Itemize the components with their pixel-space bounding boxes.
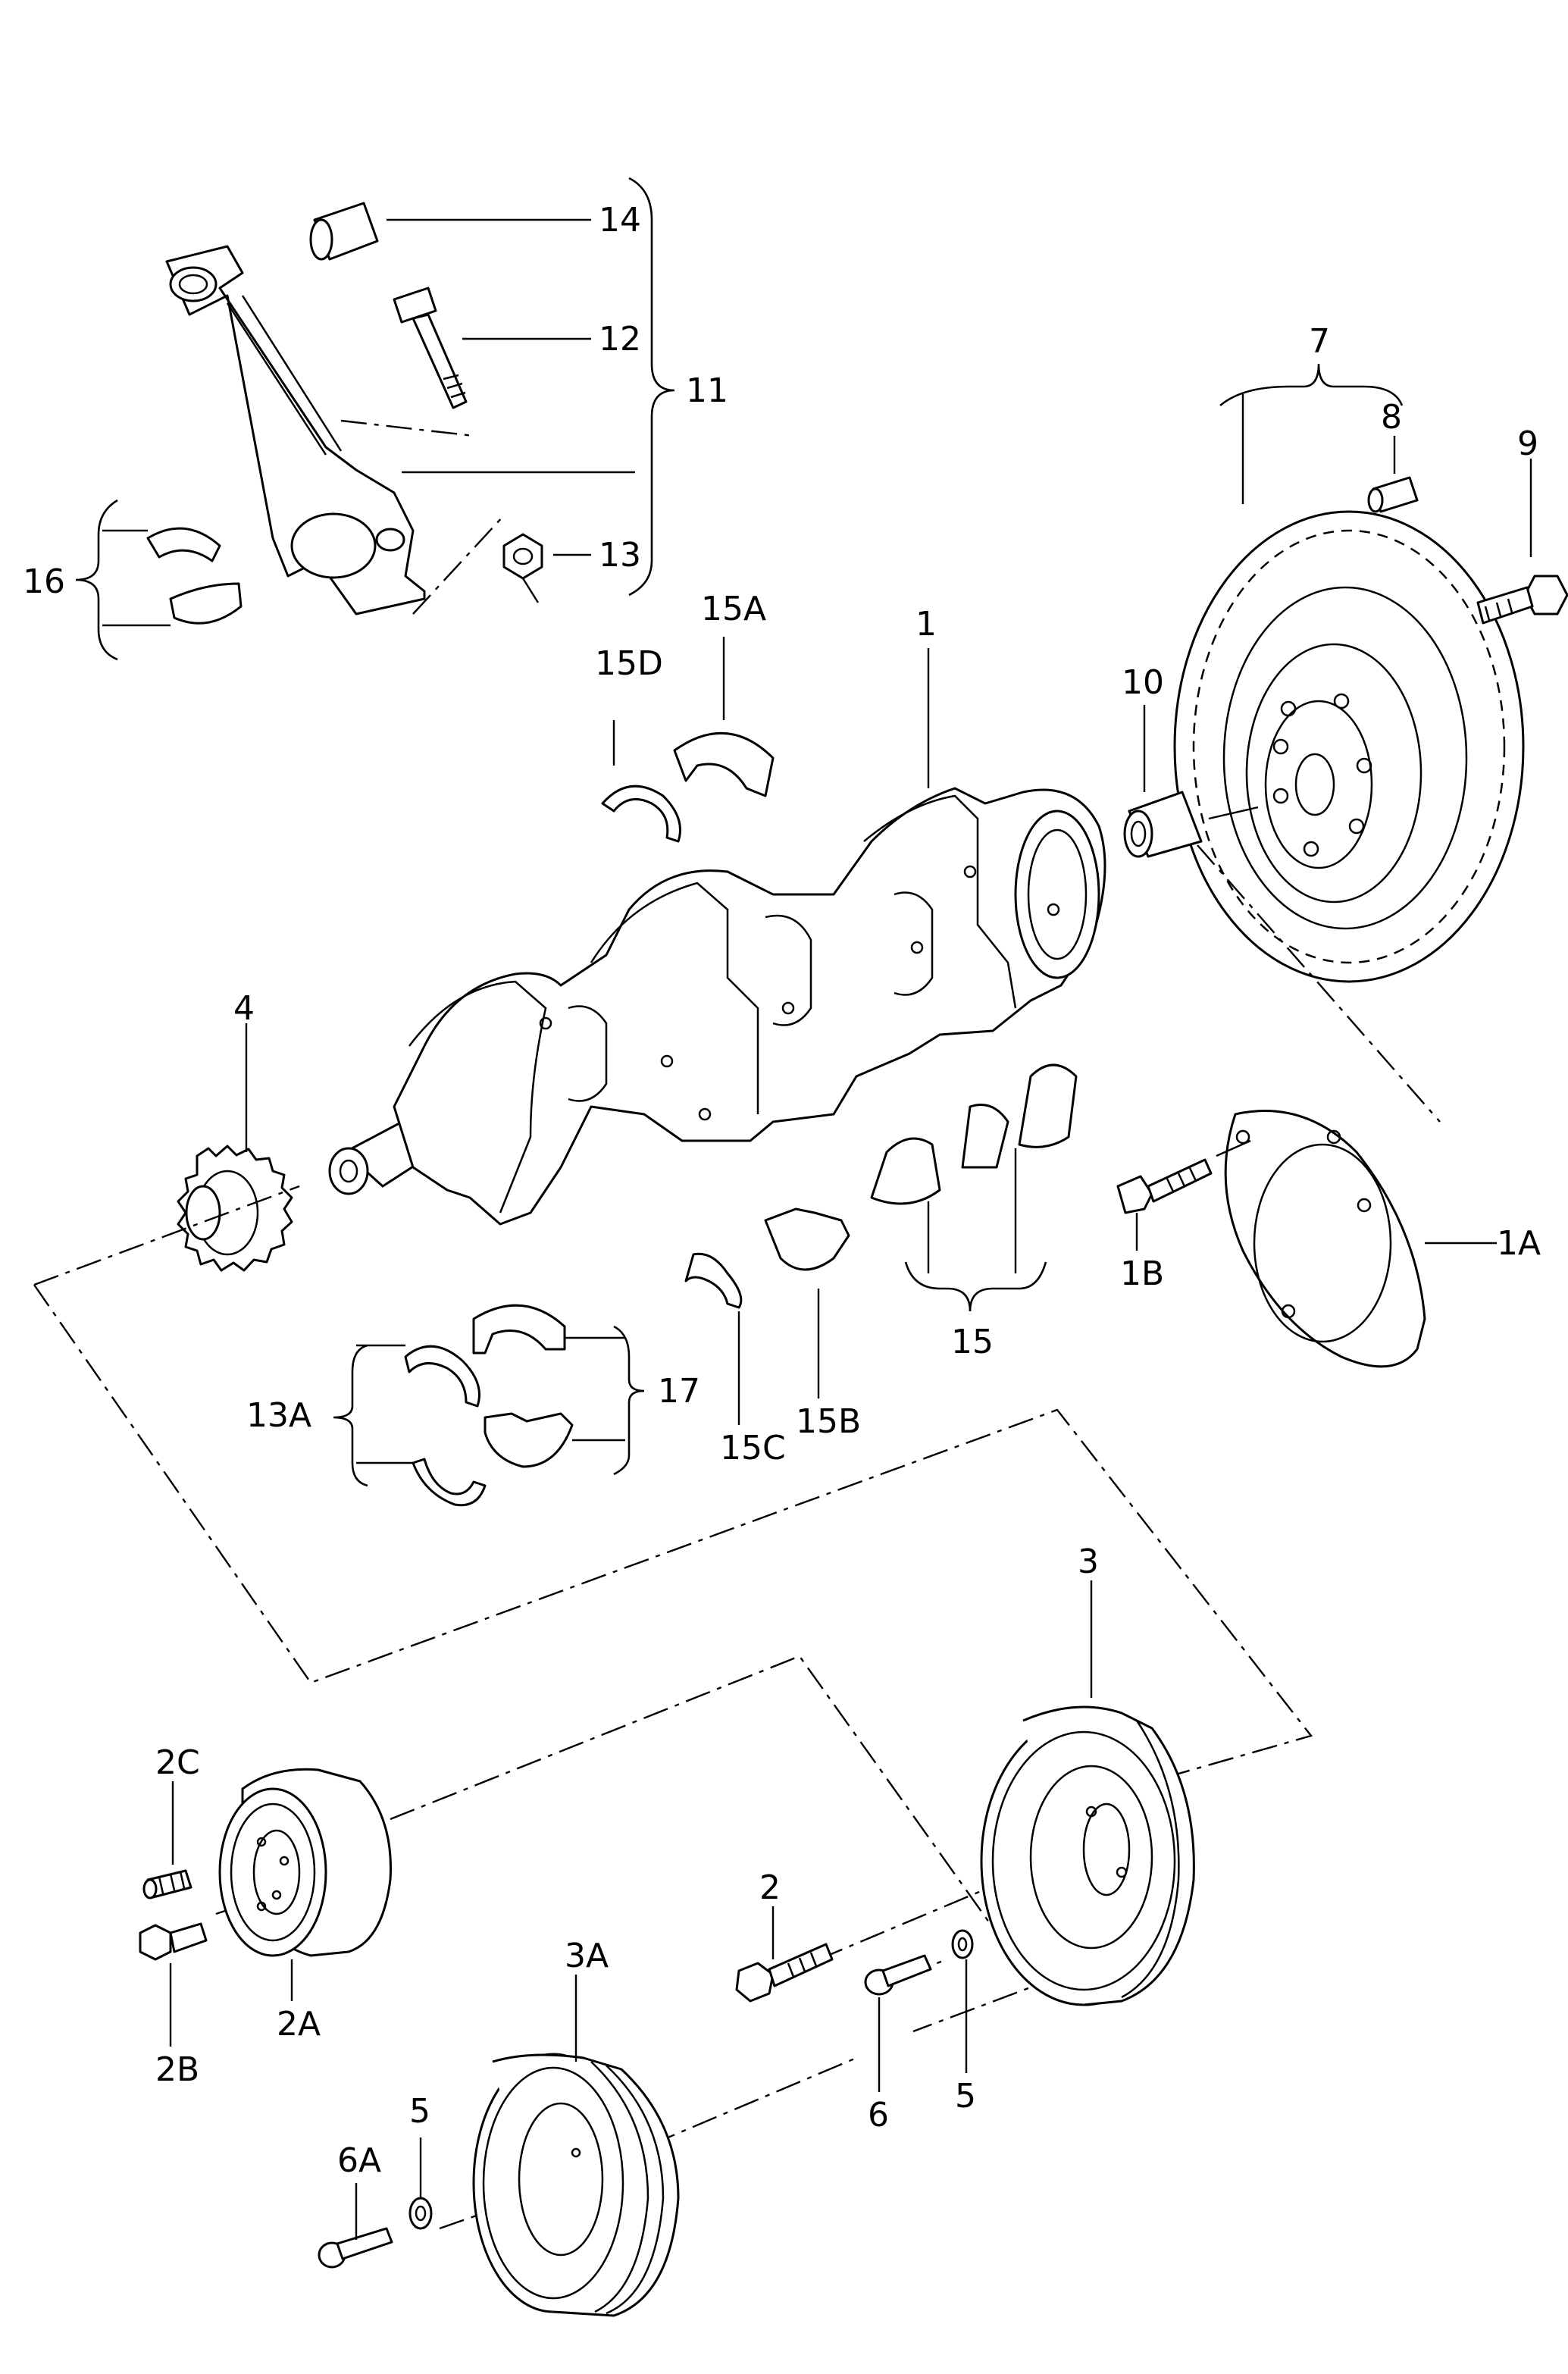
connecting-rod-nut[interactable] — [502, 533, 543, 580]
pulley-3A[interactable] — [472, 2053, 680, 2317]
damper-pin-2C[interactable] — [142, 1869, 192, 1900]
brace-7 — [1219, 363, 1404, 406]
vibration-damper-2A[interactable] — [218, 1768, 392, 1957]
callout-15: 15 — [951, 1323, 994, 1361]
callout-16: 16 — [23, 562, 65, 601]
callout-12: 12 — [599, 320, 641, 359]
brace-17 — [613, 1325, 645, 1476]
nut-guide-line — [412, 515, 505, 615]
flywheel-bolt[interactable] — [1476, 575, 1568, 625]
callout-7: 7 — [1309, 322, 1330, 361]
pulley-3[interactable] — [980, 1705, 1195, 2006]
callout-15B: 15B — [796, 1402, 861, 1441]
callout-15A: 15A — [701, 590, 766, 628]
callout-9: 9 — [1517, 424, 1538, 463]
callout-4: 4 — [233, 989, 255, 1028]
leader-17 — [565, 1336, 625, 1442]
brace-15 — [904, 1261, 1047, 1312]
callout-3A: 3A — [565, 1937, 609, 1975]
connecting-rod-bolt[interactable] — [393, 287, 468, 409]
callout-6A: 6A — [337, 2141, 381, 2180]
callout-15D: 15D — [595, 644, 663, 683]
connecting-rod[interactable] — [165, 245, 426, 615]
callout-1: 1 — [915, 605, 937, 644]
thrust-washer-13A-lower[interactable] — [412, 1458, 487, 1507]
flange-bolt-axis — [1216, 1139, 1251, 1157]
pulley-bolt-guide — [818, 1878, 1009, 1961]
connecting-rod-bushing[interactable] — [309, 202, 379, 261]
callout-8: 8 — [1381, 398, 1402, 437]
callout-5b: 5 — [955, 2077, 976, 2116]
dowel-pin[interactable] — [1367, 476, 1419, 513]
leader-13A — [356, 1344, 413, 1464]
rod-bearing-shell-lower[interactable] — [169, 582, 243, 625]
callout-5a: 5 — [409, 2092, 430, 2131]
pulley-guide-path — [33, 1284, 1313, 1783]
bolt-guide-line — [340, 419, 474, 437]
main-bearing-shell-15[interactable] — [870, 1063, 1078, 1205]
callout-3: 3 — [1078, 1542, 1099, 1581]
pulley-bolt-2[interactable] — [735, 1943, 834, 2003]
callout-14: 14 — [599, 201, 641, 240]
washer-5-pulley[interactable] — [951, 1929, 974, 1959]
main-bearing-shell-17-lower[interactable] — [484, 1412, 574, 1468]
damper-guide-path — [390, 1655, 1036, 2033]
callout-2: 2 — [759, 1868, 781, 1907]
callout-15C: 15C — [720, 1429, 786, 1467]
washer-5-damper[interactable] — [408, 2197, 433, 2230]
sprocket-guide-line — [33, 1185, 300, 1286]
seal-flange-plate[interactable] — [1224, 1110, 1426, 1368]
rod-bearing-shell-upper[interactable] — [146, 527, 221, 562]
thrust-washer-13A-upper[interactable] — [404, 1345, 480, 1408]
pulley-bolt-6[interactable] — [864, 1954, 932, 1996]
thrust-washer-15C[interactable] — [684, 1252, 743, 1309]
crankshaft[interactable] — [328, 787, 1106, 1226]
callout-11: 11 — [686, 371, 728, 410]
callout-6: 6 — [868, 2096, 889, 2134]
crankshaft-sprocket[interactable] — [177, 1145, 293, 1272]
needle-bearing[interactable] — [1123, 791, 1203, 858]
thrust-washer-15D[interactable] — [601, 785, 681, 843]
flywheel[interactable] — [1173, 510, 1525, 983]
callout-1A: 1A — [1497, 1224, 1541, 1263]
callout-13: 13 — [599, 536, 641, 575]
nut-axis-line — [521, 578, 540, 603]
pulley-bolt-6A[interactable] — [318, 2227, 393, 2269]
main-bearing-shell-15A[interactable] — [673, 731, 775, 797]
main-bearing-shell-15B[interactable] — [764, 1207, 850, 1271]
brace-13A — [333, 1344, 368, 1487]
callout-17: 17 — [658, 1372, 700, 1411]
seal-flange-bolt[interactable] — [1116, 1158, 1213, 1214]
bearing-axis-line — [1208, 806, 1259, 820]
brace-16 — [75, 499, 118, 661]
main-bearing-shell-17-upper[interactable] — [472, 1304, 566, 1355]
callout-2B: 2B — [155, 2050, 199, 2089]
callout-2A: 2A — [277, 2005, 321, 2044]
callout-1B: 1B — [1120, 1254, 1164, 1293]
damper-bolt-2B[interactable] — [139, 1922, 208, 1961]
callout-13A: 13A — [246, 1396, 311, 1435]
callout-10: 10 — [1122, 663, 1164, 702]
flywheel-guide-line — [1197, 844, 1441, 1123]
brace-11 — [628, 177, 675, 597]
callout-2C: 2C — [155, 1743, 200, 1782]
